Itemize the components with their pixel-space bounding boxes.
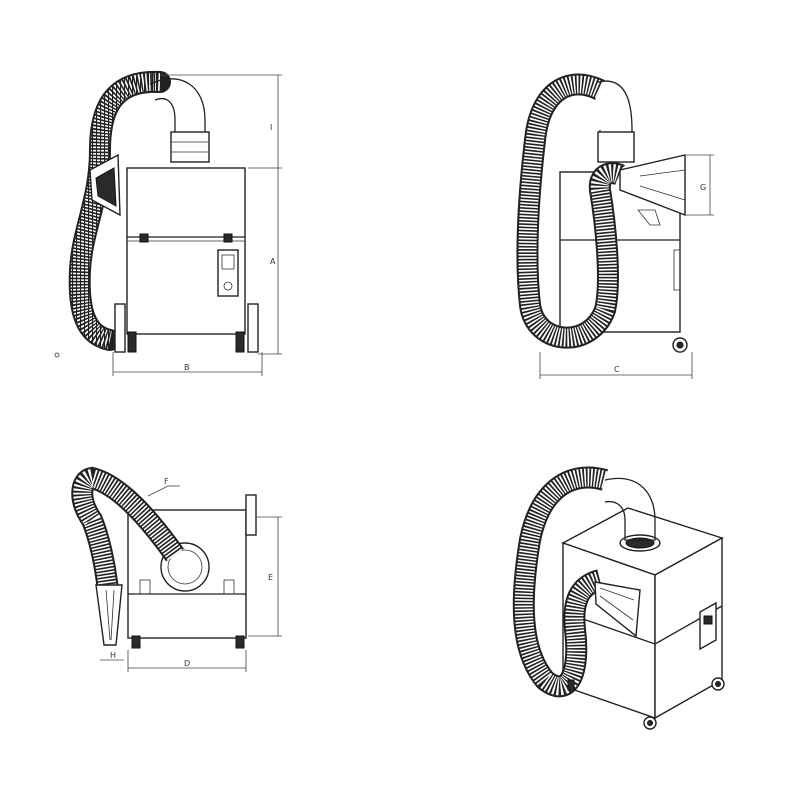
label-i: I — [270, 123, 272, 132]
label-a: A — [270, 257, 276, 266]
dimension-c — [539, 352, 693, 379]
dimension-d — [127, 650, 247, 672]
dimension-e — [248, 516, 282, 637]
label-f: F — [164, 477, 169, 486]
front-view: A I B — [54, 70, 282, 376]
dimension-i — [160, 74, 282, 168]
label-d: D — [184, 659, 190, 668]
label-g: G — [700, 183, 706, 192]
dimension-b — [112, 352, 263, 376]
top-hood — [95, 584, 123, 646]
front-pipe-collar — [170, 131, 210, 163]
side-view: C G — [516, 73, 714, 379]
front-wheel-left — [114, 303, 126, 353]
top-view: D E F H — [71, 466, 282, 672]
dimension-f — [147, 485, 180, 497]
label-b: B — [184, 363, 190, 372]
label-e: E — [268, 573, 273, 582]
label-c: C — [614, 365, 620, 374]
dimension-g — [686, 154, 714, 216]
front-wheel-right — [247, 303, 259, 353]
iso-control-panel — [699, 601, 717, 651]
isometric-view — [512, 466, 725, 730]
label-h: H — [110, 651, 116, 660]
side-hood — [619, 154, 686, 217]
front-control-panel — [217, 249, 239, 297]
